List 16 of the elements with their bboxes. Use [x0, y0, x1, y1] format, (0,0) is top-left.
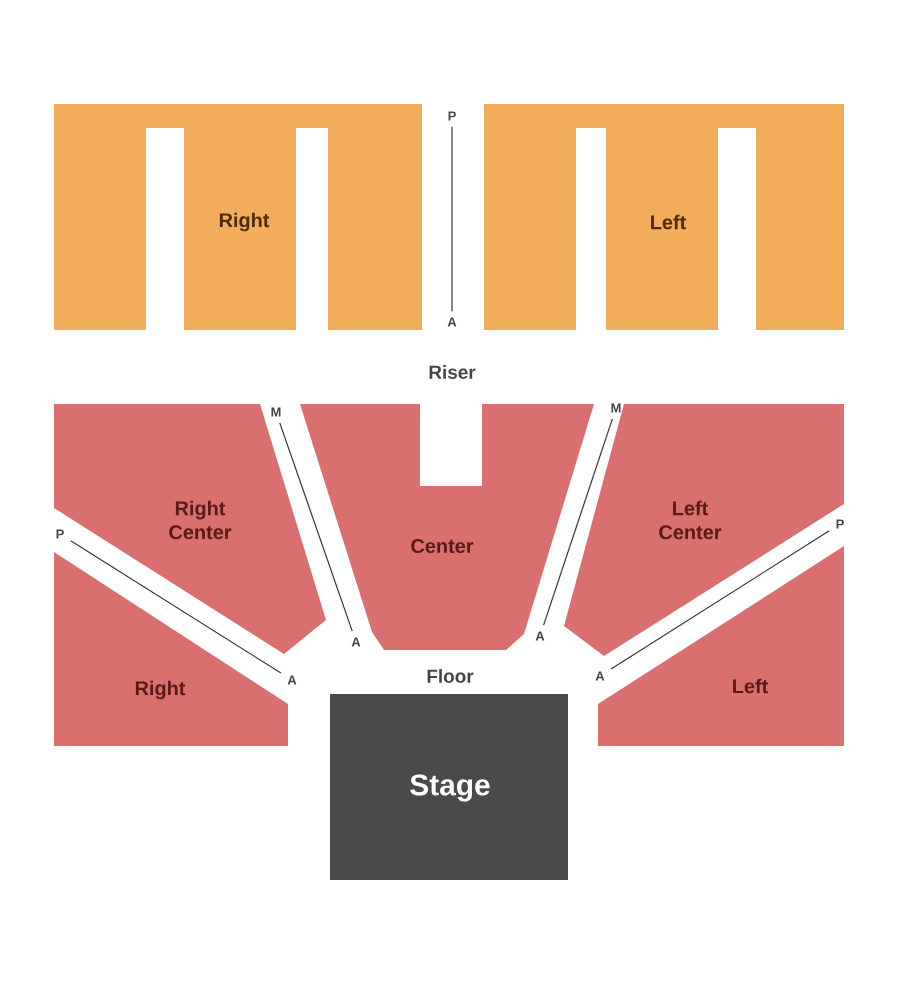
area-label: Floor: [427, 669, 474, 683]
row-range-line: [610, 530, 830, 670]
seating-section: Left: [484, 104, 844, 330]
node-label: Left Center: [659, 500, 722, 540]
row-range-line: [451, 126, 453, 312]
node-label: Right: [135, 680, 186, 700]
row-range-line: [543, 418, 613, 626]
row-range-line: [70, 540, 282, 674]
node-label: Left: [733, 678, 769, 694]
seating-section: Right: [54, 104, 422, 330]
seating-section: Stage: [330, 694, 568, 880]
node-label: Center: [411, 538, 474, 554]
seating-section: Right: [54, 552, 288, 746]
node-label: Right Center: [169, 500, 232, 540]
area-label: Riser: [429, 365, 476, 379]
row-range-line: [279, 422, 353, 632]
